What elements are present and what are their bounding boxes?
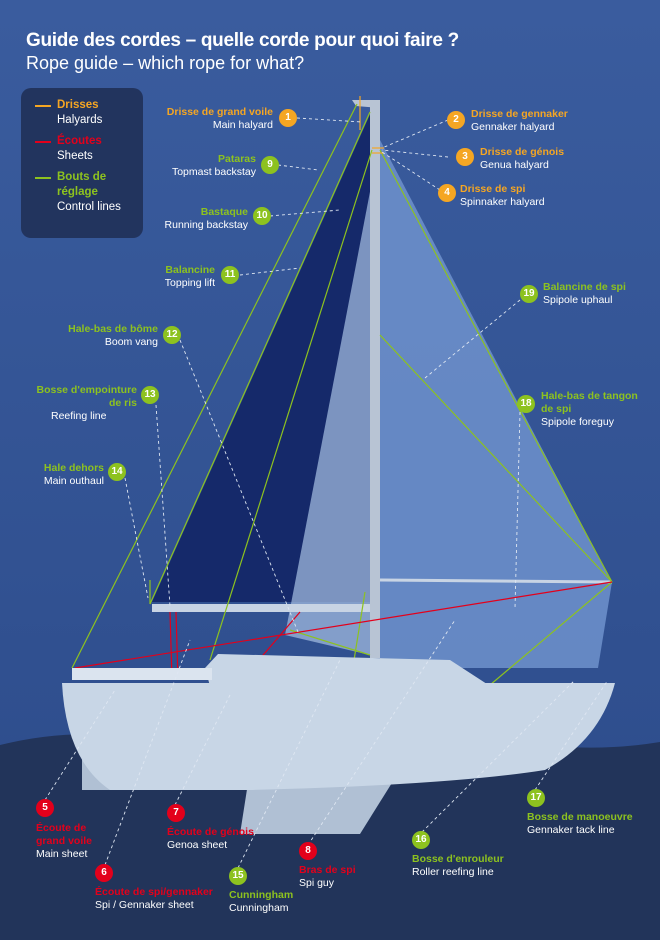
number-badge: 13 — [141, 386, 159, 404]
number-badge: 14 — [108, 463, 126, 481]
rope-fr: Écoute de spi/gennaker — [95, 886, 213, 898]
rope-fr: Pataras — [218, 153, 256, 165]
leader-lines — [44, 117, 609, 869]
rope-en: Main sheet — [36, 848, 88, 860]
legend-en: Control lines — [57, 201, 121, 213]
rope-en: Reefing line — [51, 410, 107, 422]
rope-en: Main outhaul — [43, 475, 104, 487]
rope-fr: Balancine de spi — [543, 281, 626, 293]
number-badge: 16 — [412, 831, 430, 849]
number-badge: 12 — [163, 326, 181, 344]
rope-fr: Bosse d'empointure de ris — [36, 384, 137, 409]
rope-en: Genoa sheet — [167, 839, 228, 851]
rope-en: Topmast backstay — [171, 166, 256, 178]
rope-en: Gennaker halyard — [471, 121, 555, 133]
rope-en: Spipole uphaul — [543, 294, 613, 306]
legend-fr: Écoutes — [57, 135, 102, 147]
mast — [370, 100, 380, 658]
number-badge: 10 — [253, 207, 271, 225]
rope-fr: Drisse de gennaker — [471, 108, 568, 120]
rope-fr: Hale-bas de bôme — [68, 323, 158, 335]
number-badge: 8 — [299, 842, 317, 860]
rope-en: Spi guy — [299, 877, 335, 889]
rope-en: Roller reefing line — [412, 866, 494, 878]
rope-fr: Écoute de génois — [167, 826, 254, 838]
number-badge: 11 — [221, 266, 239, 284]
page-subtitle: Rope guide – which rope for what? — [26, 53, 305, 73]
number-badge: 6 — [95, 864, 113, 882]
control-lines — [71, 96, 613, 686]
rope-en: Spipole foreguy — [541, 416, 614, 428]
rope-fr: Bosse de manoeuvre — [527, 811, 633, 823]
rope-fr: Drisse de spi — [460, 183, 526, 195]
number-badge: 5 — [36, 799, 54, 817]
legend-en: Halyards — [57, 114, 103, 126]
page-title: Guide des cordes – quelle corde pour quo… — [26, 30, 459, 51]
number-badge: 19 — [520, 285, 538, 303]
number-badge: 2 — [447, 111, 465, 129]
rope-en: Topping lift — [164, 277, 215, 289]
spinnaker-pole — [379, 578, 613, 584]
rope-fr: Hale dehors — [43, 462, 104, 474]
rope-fr: Écoute de grand voile — [36, 822, 93, 847]
cabin — [205, 654, 490, 686]
deck — [72, 668, 212, 680]
legend-en: Sheets — [57, 150, 93, 162]
genoa-sail — [285, 150, 378, 655]
legend-fr: Bouts de réglage — [57, 171, 107, 198]
legend-fr: Drisses — [57, 99, 99, 111]
rope-fr: Balancine — [165, 264, 215, 276]
rope-fr: Cunningham — [229, 889, 294, 901]
rope-en: Boom vang — [104, 336, 158, 348]
rope-en: Main halyard — [212, 119, 273, 131]
boom — [152, 604, 370, 612]
number-badge: 9 — [261, 156, 279, 174]
rope-fr: Bras de spi — [299, 864, 356, 876]
rope-en: Cunningham — [229, 902, 289, 914]
rope-fr: Bastaque — [200, 206, 248, 218]
number-badge: 3 — [456, 148, 474, 166]
rope-fr: Drisse de génois — [480, 146, 565, 158]
rope-fr: Bosse d'enrouleur — [412, 853, 504, 865]
rope-en: Genua halyard — [480, 159, 549, 171]
rope-fr: Hale-bas de tangon de spi — [541, 390, 638, 415]
number-badge: 1 — [279, 109, 297, 127]
rope-en: Gennaker tack line — [527, 824, 615, 836]
rope-en: Running backstay — [164, 219, 248, 231]
number-badge: 4 — [438, 184, 456, 202]
number-badge: 18 — [517, 395, 535, 413]
number-badge: 15 — [229, 867, 247, 885]
mast-top — [352, 100, 380, 108]
number-badge: 17 — [527, 789, 545, 807]
rope-fr: Drisse de grand voile — [166, 106, 273, 118]
gennaker-sail — [380, 140, 612, 668]
hull — [62, 683, 615, 790]
rope-en: Spi / Gennaker sheet — [95, 899, 194, 911]
number-badge: 7 — [167, 804, 185, 822]
rope-en: Spinnaker halyard — [460, 196, 545, 208]
